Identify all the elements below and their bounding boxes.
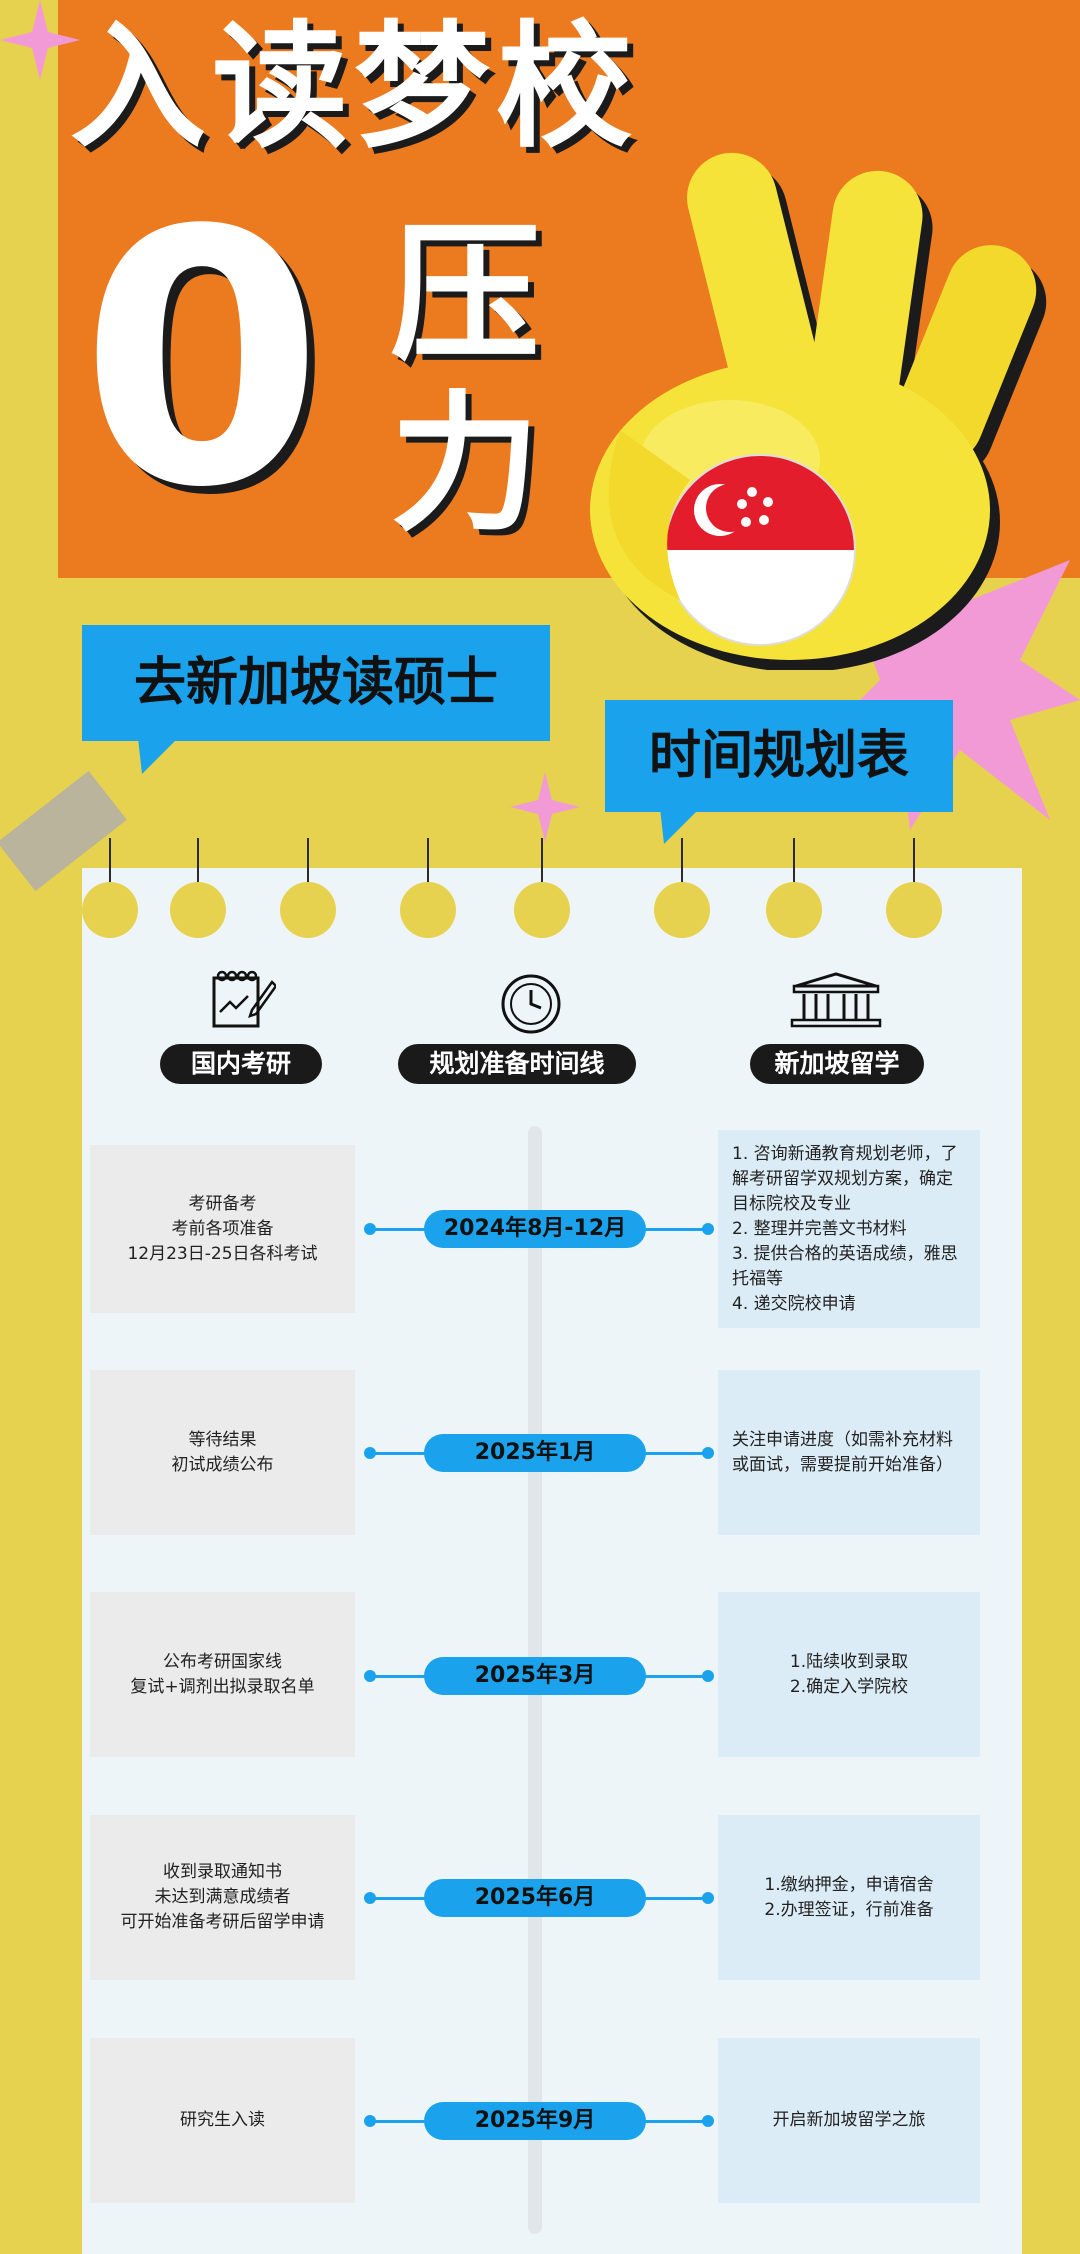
right-line: 开启新加坡留学之旅 bbox=[772, 2110, 926, 2130]
timeline-right-box: 1.陆续收到录取 2.确定入学院校 bbox=[718, 1592, 980, 1757]
connector-dot bbox=[702, 1223, 714, 1235]
subtitle-bubble: 去新加坡读硕士 bbox=[82, 625, 550, 741]
connector-line bbox=[644, 1897, 712, 1900]
timeline-left-box: 收到录取通知书 未达到满意成绩者 可开始准备考研后留学申请 bbox=[90, 1815, 355, 1980]
timeline-left-box: 等待结果 初试成绩公布 bbox=[90, 1370, 355, 1535]
date-pill: 2025年9月 bbox=[424, 2102, 646, 2140]
timeline-left-box: 研究生入读 bbox=[90, 2038, 355, 2203]
singapore-flag-icon bbox=[664, 454, 856, 646]
connector-line bbox=[370, 1452, 426, 1455]
timeline-left-box: 考研备考 考前各项准备 12月23日-25日各科考试 bbox=[90, 1145, 355, 1313]
timeline-right-box: 开启新加坡留学之旅 bbox=[718, 2038, 980, 2203]
right-line: 1. 咨询新通教育规划老师，了解考研留学双规划方案，确定目标院校及专业 bbox=[732, 1143, 958, 1214]
right-line: 2.确定入学院校 bbox=[789, 1676, 909, 1697]
left-line: 研究生入读 bbox=[180, 2110, 265, 2130]
left-line: 未达到满意成绩者 bbox=[154, 1887, 291, 1907]
connector-line bbox=[644, 1228, 712, 1231]
right-line: 1.陆续收到录取 bbox=[789, 1651, 909, 1672]
date-pill: 2024年8月-12月 bbox=[424, 1210, 646, 1248]
right-line: 4. 递交院校申请 bbox=[732, 1293, 856, 1314]
right-line: 2.办理签证，行前准备 bbox=[764, 1899, 934, 1920]
date-pill: 2025年6月 bbox=[424, 1879, 646, 1917]
clock-icon bbox=[501, 974, 561, 1034]
column-header-domestic: 国内考研 bbox=[160, 1044, 322, 1084]
university-building-icon bbox=[790, 972, 882, 1028]
left-line: 收到录取通知书 bbox=[163, 1862, 282, 1882]
pink-sparkle-icon bbox=[0, 0, 80, 80]
left-line: 公布考研国家线 bbox=[163, 1651, 282, 1672]
connector-line bbox=[370, 1228, 426, 1231]
schedule-bubble: 时间规划表 bbox=[605, 700, 953, 812]
timeline-left-box: 公布考研国家线 复试+调剂出拟录取名单 bbox=[90, 1592, 355, 1757]
right-line: 2. 整理并完善文书材料 bbox=[732, 1218, 907, 1239]
timeline-right-box: 1.缴纳押金，申请宿舍 2.办理签证，行前准备 bbox=[718, 1815, 980, 1980]
ok-hand-icon bbox=[590, 152, 1047, 670]
schedule-bubble-tail bbox=[660, 808, 700, 844]
timeline-right-box: 关注申请进度（如需补充材料或面试，需要提前开始准备） bbox=[718, 1370, 980, 1535]
left-line: 等待结果 bbox=[188, 1429, 257, 1450]
left-line: 考前各项准备 bbox=[171, 1218, 274, 1239]
notepad-pen-icon bbox=[212, 970, 276, 1028]
connector-line bbox=[370, 1897, 426, 1900]
left-line: 复试+调剂出拟录取名单 bbox=[130, 1676, 315, 1697]
left-line: 考研备考 bbox=[188, 1193, 257, 1214]
column-header-timeline: 规划准备时间线 bbox=[398, 1044, 636, 1084]
binder-holes bbox=[0, 838, 1080, 968]
connector-line bbox=[370, 1675, 426, 1678]
right-line: 3. 提供合格的英语成绩，雅思托福等 bbox=[732, 1243, 958, 1289]
connector-line bbox=[644, 1675, 712, 1678]
connector-dot bbox=[702, 1447, 714, 1459]
notebook-paper bbox=[82, 868, 1022, 2254]
column-header-singapore: 新加坡留学 bbox=[750, 1044, 924, 1084]
connector-line bbox=[644, 1452, 712, 1455]
date-pill: 2025年1月 bbox=[424, 1434, 646, 1472]
left-line: 初试成绩公布 bbox=[171, 1454, 274, 1475]
title-pressure: 压 力 bbox=[390, 210, 580, 550]
title-pressure-line2: 力 bbox=[390, 378, 541, 552]
connector-dot bbox=[702, 1892, 714, 1904]
date-pill: 2025年3月 bbox=[424, 1657, 646, 1695]
connector-dot bbox=[702, 2115, 714, 2127]
right-line: 关注申请进度（如需补充材料或面试，需要提前开始准备） bbox=[732, 1429, 953, 1475]
timeline-right-box: 1. 咨询新通教育规划老师，了解考研留学双规划方案，确定目标院校及专业 2. 整… bbox=[718, 1130, 980, 1328]
subtitle-bubble-tail bbox=[138, 738, 178, 774]
title-line-1: 入读梦校 bbox=[70, 9, 638, 167]
connector-dot bbox=[702, 1670, 714, 1682]
right-line: 1.缴纳押金，申请宿舍 bbox=[764, 1874, 934, 1895]
title-pressure-line1: 压 bbox=[390, 208, 541, 382]
left-line: 12月23日-25日各科考试 bbox=[127, 1243, 318, 1264]
connector-line bbox=[370, 2120, 426, 2123]
pink-sparkle-icon bbox=[510, 772, 580, 842]
left-line: 可开始准备考研后留学申请 bbox=[120, 1912, 325, 1932]
title-zero: 0 bbox=[80, 156, 324, 564]
connector-line bbox=[644, 2120, 712, 2123]
